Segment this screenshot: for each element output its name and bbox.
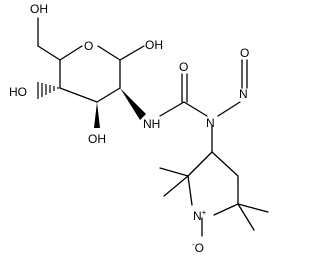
bond-c1-oh (119, 45, 145, 61)
bond-nh-carbonyl (159, 101, 185, 117)
bold-wedge-c2-nh (120, 88, 146, 120)
oxide-charge: - (192, 240, 195, 249)
label-oxide-o: -O (192, 240, 204, 255)
bond-o-c1 (97, 45, 121, 61)
bond-n1-c5 (213, 203, 239, 216)
pyrrolidine-ring (187, 151, 239, 216)
label-oh-top: OH (30, 2, 48, 16)
bond-c5-c6 (37, 45, 61, 61)
n-charge: + (202, 208, 207, 217)
bond-c5-methyl-b (237, 203, 255, 231)
bond-c3-c2 (187, 151, 213, 177)
label-oh-c3: OH (88, 132, 106, 146)
label-pyrrolidine-n: N+ (193, 208, 207, 223)
pyranose-ring (59, 45, 121, 103)
label-oh-c4: HO (9, 85, 27, 99)
bond-c5-o (59, 45, 83, 61)
bond-c4-c3 (211, 151, 239, 177)
label-urea-n: N (206, 116, 215, 130)
chemical-structure-diagram: OH O OH HO OH NH O O N N N+ -O (9, 2, 269, 255)
bond-carbonyl-n (183, 101, 208, 117)
label-ring-o: O (84, 39, 93, 53)
bond-c3-c4 (59, 87, 98, 103)
bond-c2-methyl-a (159, 167, 189, 177)
label-nh: NH (143, 117, 160, 131)
label-urea-o: O (179, 60, 188, 74)
label-nitroso-o: O (240, 46, 249, 60)
bond-c2-c3 (96, 87, 121, 103)
hashed-wedge-c4-oh (37, 82, 59, 99)
bold-wedge-c3-oh (94, 102, 100, 128)
label-nitroso-n: N (239, 87, 248, 101)
bond-n-nitroso (217, 101, 241, 117)
bond-c2-n1 (187, 175, 193, 206)
bond-c5-methyl-a (237, 203, 269, 213)
label-oh-anomeric: OH (145, 38, 163, 52)
bond-c2-methyl-b (163, 175, 189, 197)
